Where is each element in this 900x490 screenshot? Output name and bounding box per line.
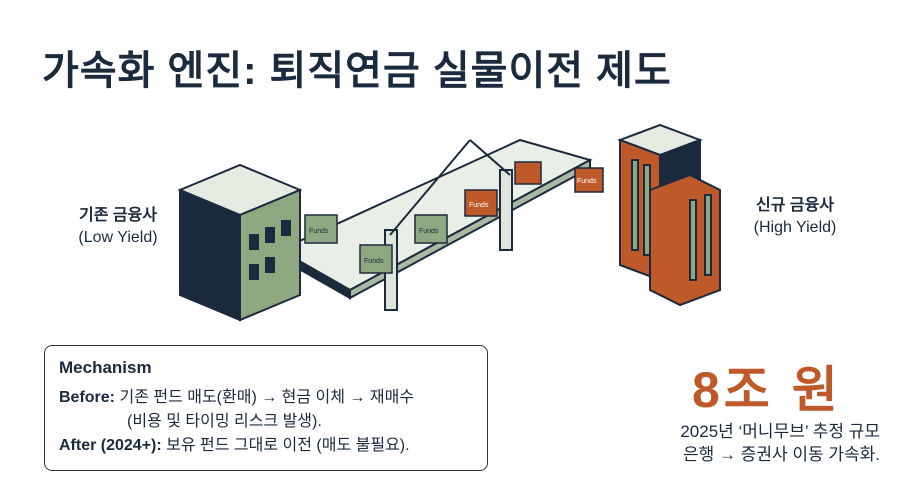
old-institution-building <box>177 163 303 322</box>
fund-box-label: Funds <box>469 202 489 209</box>
fund-box-label: Funds <box>419 228 439 235</box>
old-institution-yield: (Low Yield) <box>78 229 158 246</box>
after-label: After (2024+): <box>59 437 162 454</box>
new-institution-label: 신규 금융사 (High Yield) <box>730 195 860 239</box>
new-institution-yield: (High Yield) <box>753 219 837 236</box>
after-text: 보유 펀드 그대로 이전 (매도 불필요). <box>166 437 410 454</box>
stat-caption: 2025년 ‘머니무브’ 추정 규모 은행 → 증권사 이동 가속화. <box>618 420 880 466</box>
before-note: (비용 및 타이밍 리스크 발생). <box>127 413 322 430</box>
fund-box: Funds <box>574 167 604 193</box>
stat-line-1: 2025년 ‘머니무브’ 추정 규모 <box>680 422 880 441</box>
mechanism-panel: Mechanism Before: 기존 펀드 매도(환매) → 현금 이체 →… <box>44 345 488 471</box>
mechanism-heading: Mechanism <box>59 358 152 377</box>
fund-box: Funds <box>359 244 393 274</box>
before-text: 기존 펀드 매도(환매) → 현금 이체 → 재매수 <box>119 389 415 406</box>
fund-box <box>514 161 542 185</box>
fund-boxes: Funds Funds Funds Funds Funds <box>304 161 604 274</box>
before-label: Before: <box>59 389 116 406</box>
fund-box: Funds <box>464 189 498 217</box>
mechanism-after: After (2024+): 보유 펀드 그대로 이전 (매도 불필요). <box>59 434 473 458</box>
fund-box-label: Funds <box>577 178 597 185</box>
transfer-illustration: Funds Funds Funds Funds Funds <box>177 123 721 322</box>
old-institution-label: 기존 금융사 (Low Yield) <box>58 205 178 249</box>
new-institution-building <box>617 123 721 307</box>
fund-box: Funds <box>414 214 448 244</box>
old-institution-name: 기존 금융사 <box>78 207 158 224</box>
new-institution-name: 신규 금융사 <box>755 197 835 214</box>
stat-value: 8조 원 <box>692 362 842 418</box>
page-title: 가속화 엔진: 퇴직연금 실물이전 제도 <box>42 49 672 93</box>
stat-line-2: 은행 → 증권사 이동 가속화. <box>682 445 880 464</box>
mechanism-before: Before: 기존 펀드 매도(환매) → 현금 이체 → 재매수 <box>59 386 473 410</box>
fund-box-label: Funds <box>309 228 329 235</box>
fund-box-label: Funds <box>364 258 384 265</box>
fund-box: Funds <box>304 214 338 244</box>
